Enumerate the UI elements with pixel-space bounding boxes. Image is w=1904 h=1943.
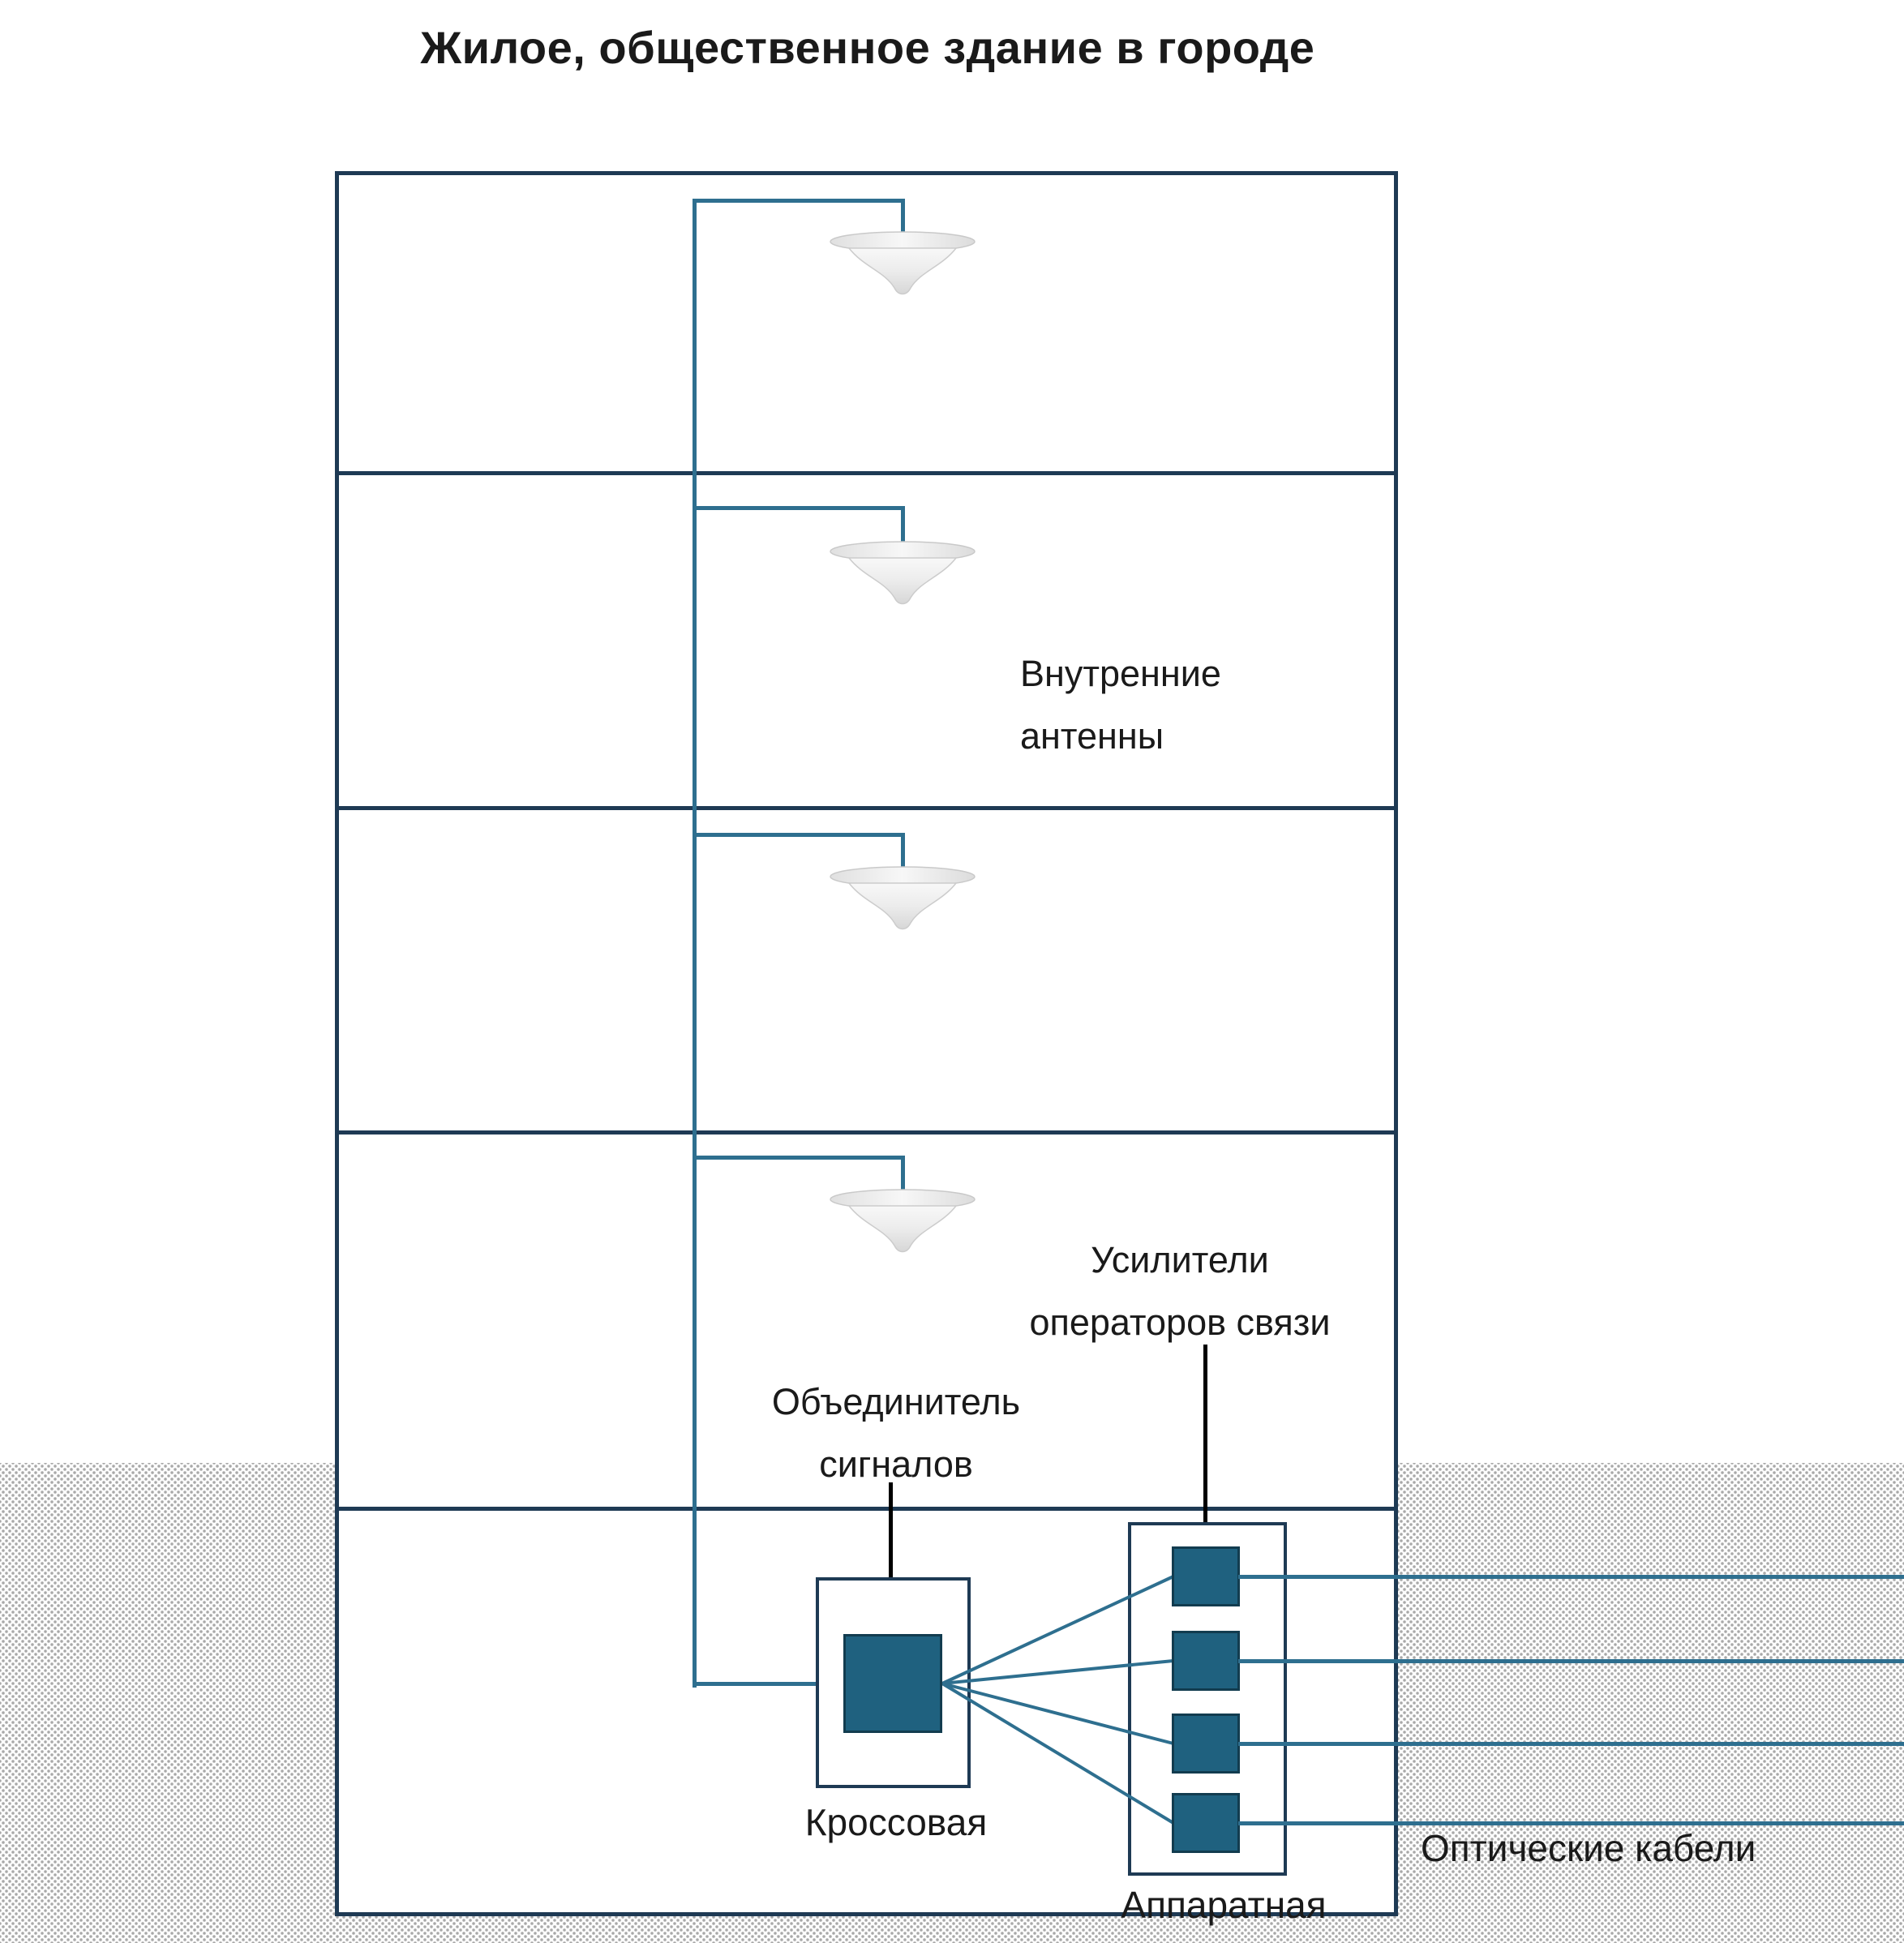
floor-divider xyxy=(335,806,1398,810)
floor-divider xyxy=(335,1507,1398,1511)
antenna-feed-line xyxy=(693,199,905,203)
optical-cable-line xyxy=(1238,1821,1904,1825)
floor-divider xyxy=(335,1130,1398,1134)
label-cross-room: Кроссовая xyxy=(804,1801,988,1843)
label-amplifiers: Усилители операторов связи xyxy=(1029,1239,1331,1343)
label-internal-antennas: Внутренние антенны xyxy=(1020,653,1221,757)
ceiling-antenna-icon xyxy=(828,541,977,619)
amplifier-device xyxy=(1172,1546,1240,1606)
antenna-feed-line xyxy=(693,833,905,837)
optical-cable-line xyxy=(1238,1575,1904,1579)
riser-to-combiner-line xyxy=(693,1682,847,1686)
antenna-feed-line xyxy=(693,506,905,510)
antenna-drop-line xyxy=(901,833,905,874)
arrow-to-amplifiers xyxy=(1203,1345,1207,1531)
ceiling-antenna-icon xyxy=(828,866,977,944)
signal-combiner-device xyxy=(843,1634,942,1733)
antenna-drop-line xyxy=(901,506,905,549)
antenna-drop-line xyxy=(901,1156,905,1197)
diagram-title: Жилое, общественное здание в городе xyxy=(420,22,1315,73)
antenna-feed-line xyxy=(693,1156,905,1160)
floor-divider xyxy=(335,471,1398,475)
label-combiner: Объединитель сигналов xyxy=(771,1381,1021,1485)
arrow-to-combiner xyxy=(889,1482,893,1623)
antenna-drop-line xyxy=(901,199,905,239)
amplifier-device xyxy=(1172,1714,1240,1774)
label-optical-cables: Оптические кабели xyxy=(1421,1827,1756,1869)
riser-cable xyxy=(693,199,697,1688)
optical-cable-line xyxy=(1238,1742,1904,1746)
amplifier-device xyxy=(1172,1631,1240,1691)
amplifier-device xyxy=(1172,1793,1240,1853)
ceiling-antenna-icon xyxy=(828,231,977,309)
optical-cable-line xyxy=(1238,1659,1904,1663)
label-hardware-room: Аппаратная xyxy=(1121,1884,1327,1926)
